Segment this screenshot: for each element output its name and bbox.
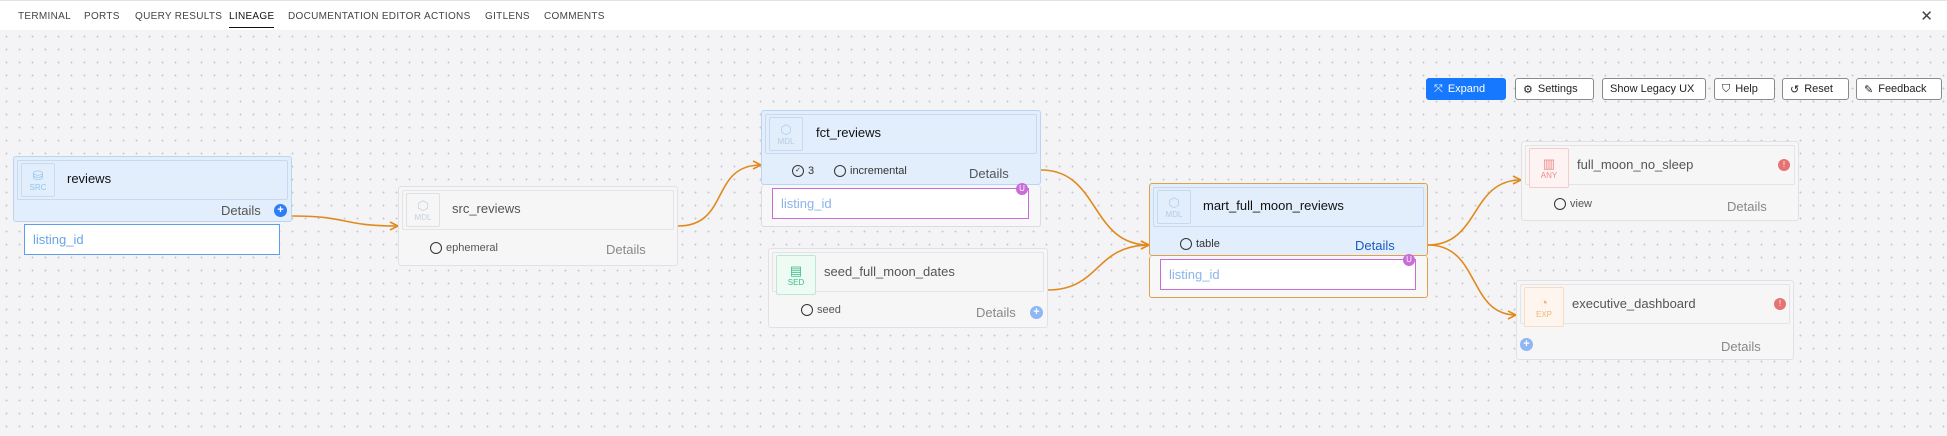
help-button[interactable]: ⛉Help bbox=[1714, 78, 1775, 100]
tab-ports[interactable]: PORTS bbox=[84, 11, 120, 22]
node-header bbox=[765, 114, 1037, 154]
column-listing-id[interactable]: listing_id bbox=[24, 224, 280, 255]
details-link[interactable]: Details bbox=[976, 305, 1016, 320]
materialization: ephemeral bbox=[430, 242, 498, 254]
column-listing-id[interactable]: listing_id bbox=[1160, 259, 1416, 290]
expand-plus-icon[interactable]: + bbox=[274, 204, 287, 217]
node-header bbox=[1525, 145, 1795, 185]
tab-gitlens[interactable]: GITLENS bbox=[485, 11, 530, 22]
seed-badge: ▤ SED bbox=[776, 255, 816, 295]
node-title: fct_reviews bbox=[816, 125, 882, 140]
model-badge: ⬡ MDL bbox=[406, 193, 440, 227]
settings-button[interactable]: ⚙Settings bbox=[1515, 78, 1594, 100]
database-icon: ⛁ bbox=[32, 167, 44, 183]
clock-icon bbox=[1180, 238, 1192, 250]
tab-documentation-editor[interactable]: DOCUMENTATION EDITOR bbox=[288, 11, 422, 22]
warning-icon: ! bbox=[1778, 159, 1790, 171]
help-icon: ⛉ bbox=[1722, 82, 1731, 95]
clock-icon bbox=[801, 304, 813, 316]
node-header bbox=[1153, 187, 1424, 227]
model-badge: ⬡ MDL bbox=[769, 117, 803, 151]
node-title: reviews bbox=[67, 171, 112, 186]
node-header bbox=[772, 252, 1044, 292]
cube-icon: ⬡ bbox=[417, 197, 429, 213]
lineage-toolbar: ⤧Expand ⚙Settings Show Legacy UX ⛉Help ↺… bbox=[0, 78, 1947, 100]
gauge-icon: ◔ bbox=[1540, 294, 1548, 310]
tests-icon: ✓ bbox=[792, 165, 804, 177]
tab-query-results[interactable]: QUERY RESULTS bbox=[135, 11, 223, 22]
tab-actions[interactable]: ACTIONS bbox=[424, 11, 471, 22]
details-link[interactable]: Details bbox=[1355, 238, 1395, 253]
reset-button[interactable]: ↺Reset bbox=[1782, 78, 1849, 100]
node-mart-full-moon-reviews[interactable]: ⬡ MDL mart_full_moon_reviews table Detai… bbox=[1149, 183, 1428, 256]
materialization: seed bbox=[801, 304, 841, 316]
warning-icon: ! bbox=[1774, 298, 1786, 310]
source-badge: ⛁ SRC bbox=[21, 163, 55, 197]
close-icon[interactable]: ✕ bbox=[1920, 8, 1933, 25]
node-title: full_moon_no_sleep bbox=[1577, 157, 1694, 172]
tab-comments[interactable]: COMMENTS bbox=[544, 11, 605, 22]
expand-plus-icon[interactable]: + bbox=[1520, 338, 1533, 351]
node-executive-dashboard[interactable]: ◔ EXP executive_dashboard ! + Details bbox=[1516, 280, 1794, 360]
node-header bbox=[1520, 284, 1790, 324]
edge-reviews-src_reviews bbox=[291, 215, 398, 226]
edge-mart-executive_dashboard bbox=[1427, 244, 1516, 315]
node-fct-reviews[interactable]: ⬡ MDL fct_reviews ✓3 incremental Details bbox=[761, 110, 1041, 185]
materialization: incremental bbox=[834, 165, 907, 177]
edge-fct_reviews-mart bbox=[1040, 169, 1149, 245]
exposure-badge: ◔ EXP bbox=[1524, 287, 1564, 327]
fct-reviews-columns: listing_id U bbox=[761, 183, 1041, 227]
node-title: seed_full_moon_dates bbox=[824, 264, 955, 279]
edge-seed-mart bbox=[1047, 245, 1149, 291]
feedback-icon: ✎ bbox=[1864, 83, 1874, 96]
gear-icon: ⚙ bbox=[1523, 83, 1533, 96]
expand-button[interactable]: ⤧Expand bbox=[1426, 78, 1506, 100]
show-legacy-ux-button[interactable]: Show Legacy UX bbox=[1602, 78, 1706, 100]
node-header bbox=[17, 160, 288, 200]
clock-icon bbox=[1554, 198, 1566, 210]
column-listing-id[interactable]: listing_id bbox=[772, 188, 1029, 219]
cube-icon: ⬡ bbox=[780, 121, 792, 137]
materialization: view bbox=[1554, 198, 1592, 210]
tab-terminal[interactable]: TERMINAL bbox=[18, 11, 71, 22]
column-change-icon: U bbox=[1016, 183, 1028, 195]
details-link[interactable]: Details bbox=[969, 166, 1009, 181]
panel-tab-bar: TERMINAL PORTS QUERY RESULTS LINEAGE DOC… bbox=[0, 0, 1947, 30]
analysis-badge: ▥ ANY bbox=[1529, 148, 1569, 188]
node-header bbox=[402, 190, 674, 230]
node-seed-full-moon-dates[interactable]: ▤ SED seed_full_moon_dates seed Details … bbox=[768, 248, 1048, 328]
details-link[interactable]: Details bbox=[1721, 339, 1761, 354]
cube-icon: ⬡ bbox=[1168, 194, 1180, 210]
reset-icon: ↺ bbox=[1790, 83, 1800, 96]
clock-icon bbox=[430, 242, 442, 254]
expand-plus-icon[interactable]: + bbox=[1030, 306, 1043, 319]
tab-lineage[interactable]: LINEAGE bbox=[229, 11, 275, 28]
file-icon: ▤ bbox=[789, 262, 803, 278]
node-title: src_reviews bbox=[452, 201, 521, 216]
feedback-button[interactable]: ✎Feedback bbox=[1856, 78, 1942, 100]
clock-icon bbox=[834, 165, 846, 177]
node-reviews[interactable]: ⛁ SRC reviews Details + bbox=[13, 156, 292, 222]
column-change-icon: U bbox=[1403, 254, 1415, 266]
details-link[interactable]: Details bbox=[1727, 199, 1767, 214]
edge-mart-full_moon_no_sleep bbox=[1427, 180, 1521, 246]
details-link[interactable]: Details bbox=[606, 242, 646, 257]
test-count: ✓3 bbox=[792, 165, 814, 177]
node-full-moon-no-sleep[interactable]: ▥ ANY full_moon_no_sleep ! view Details bbox=[1521, 141, 1799, 221]
model-badge: ⬡ MDL bbox=[1157, 190, 1191, 224]
mart-columns: listing_id U bbox=[1149, 254, 1428, 298]
edge-src_reviews-fct_reviews bbox=[677, 165, 761, 227]
materialization: table bbox=[1180, 238, 1220, 250]
chart-icon: ▥ bbox=[1542, 155, 1556, 171]
lineage-edges bbox=[291, 30, 1947, 436]
node-title: mart_full_moon_reviews bbox=[1203, 198, 1344, 213]
node-src-reviews[interactable]: ⬡ MDL src_reviews ephemeral Details bbox=[398, 186, 678, 266]
expand-icon: ⤧ bbox=[1434, 82, 1443, 95]
node-title: executive_dashboard bbox=[1572, 296, 1696, 311]
lineage-canvas[interactable]: ⤧Expand ⚙Settings Show Legacy UX ⛉Help ↺… bbox=[0, 30, 1947, 436]
details-link[interactable]: Details bbox=[221, 203, 261, 218]
